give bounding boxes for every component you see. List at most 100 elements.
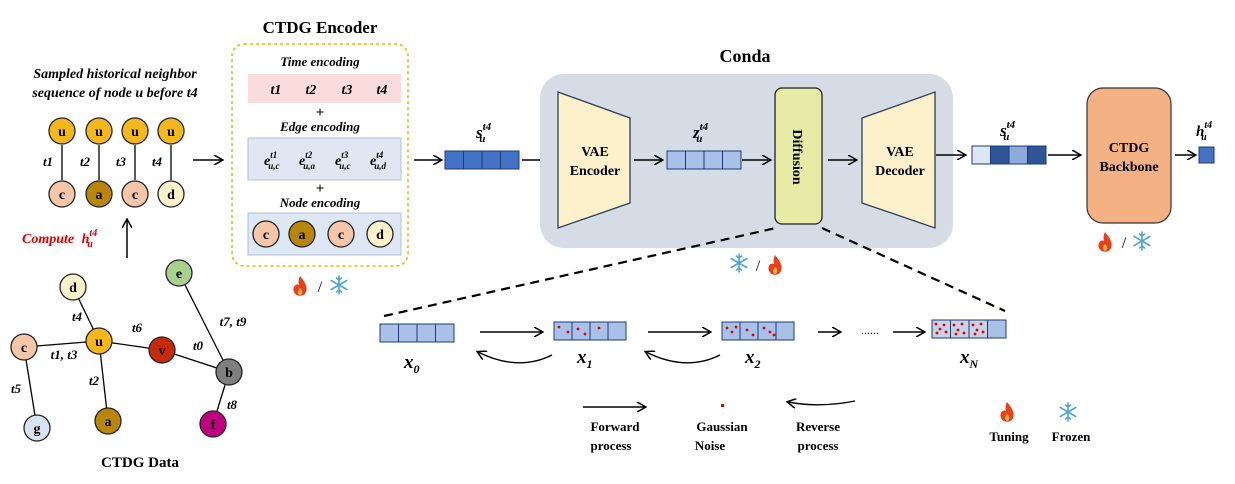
xN-cells-noise-3 (942, 323, 946, 327)
xN-cells-cell-4 (987, 319, 1007, 339)
x1-cells-noise-3 (576, 327, 580, 331)
seq-top-node-2: u (85, 117, 113, 145)
z-cells-cell-2 (685, 150, 705, 170)
seq-top-node-2-label: u (95, 125, 103, 140)
encoder-tuning-flame-icon (293, 276, 307, 296)
graph-node-a: a (94, 407, 122, 435)
legend-forward-line1: Forward (590, 419, 640, 434)
x2-cells-cell-4 (775, 321, 795, 341)
legend-flame-icon (1000, 402, 1014, 422)
graph-edge-cg (23, 346, 38, 429)
ctdg-data-caption: CTDG Data (101, 455, 179, 471)
seq-bottom-node-3-label: c (132, 188, 138, 203)
xN-cells-noise-14 (981, 330, 985, 334)
graph-edge-label-vb: t0 (193, 338, 204, 353)
s-input-cells-cell-1 (444, 150, 464, 170)
seq-top-node-1: u (48, 117, 76, 145)
node-item-1-label: c (263, 228, 269, 243)
legend-reverse-arrow (788, 401, 856, 405)
backbone-frozen-snowflake-icon (1133, 231, 1151, 251)
graph-edge-label-uv: t6 (132, 320, 143, 335)
ctdg-backbone: CTDG Backbone / (1086, 87, 1172, 252)
x1-cells-cell-4 (607, 321, 627, 341)
legend-noise-line1: Gaussian (696, 419, 748, 434)
conda-box (540, 74, 953, 248)
zoom-line-right (821, 226, 1006, 313)
graph-node-f: f (199, 410, 227, 438)
encoder-box (231, 43, 409, 267)
s-output-cells-cell-4 (1027, 145, 1047, 165)
xN-cells-cell-3 (968, 319, 988, 339)
reverse-arrow-1 (478, 352, 553, 364)
vae-decoder-shape (861, 91, 936, 229)
conda-tuning-flame-icon (768, 255, 782, 275)
x0-label: x0 (403, 352, 420, 376)
vae-decoder-line1: VAE (886, 145, 914, 160)
edge-encoding-box (247, 137, 402, 181)
xN-cells (931, 319, 1007, 339)
graph-node-c-label: c (21, 341, 27, 356)
edge-encoding-label: Edge encoding (279, 119, 360, 134)
graph-node-u: u (85, 327, 113, 355)
diffusion-label: Diffusion (789, 129, 804, 184)
node-item-1: c (252, 220, 280, 248)
x2-cells-noise-4 (745, 328, 749, 332)
graph-node-e: e (165, 259, 193, 287)
x2-cells-noise-7 (768, 330, 772, 334)
seq-bottom-node-3: c (121, 180, 149, 208)
graph-node-f-label: f (211, 418, 216, 433)
zoom-line-left (383, 226, 777, 318)
x2-cells-noise-5 (751, 333, 755, 337)
graph-node-g: g (23, 414, 51, 442)
graph-node-b-label: b (225, 366, 233, 381)
sampled-caption-line1: Sampled historical neighbor (33, 67, 197, 82)
x1-cells-noise-2 (566, 330, 570, 334)
graph-node-v-label: v (159, 344, 166, 359)
conda-frozen-snowflake-icon (730, 253, 748, 273)
x2-cells-cell-1 (721, 321, 741, 341)
x2-cells-noise-6 (762, 326, 766, 330)
time-item-1: t1 (271, 83, 282, 98)
legend: Forward process Gaussian Noise Reverse p… (583, 401, 1091, 453)
graph-edge-label-ua: t2 (89, 373, 100, 388)
x0-cells (379, 323, 455, 343)
s-input-cells-cell-2 (463, 150, 483, 170)
legend-tuning: Tuning (989, 429, 1029, 444)
z-cells-cell-3 (703, 150, 723, 170)
z-cells (666, 150, 742, 170)
seq-bottom-node-2: a (85, 180, 113, 208)
seq-top-node-3-label: u (131, 125, 139, 140)
xN-cells-noise-2 (938, 327, 942, 331)
x2-cells-noise-8 (772, 333, 776, 337)
x2-cells-cell-2 (739, 321, 759, 341)
plus-2: + (316, 181, 325, 197)
legend-snowflake-icon (1059, 402, 1077, 422)
graph-node-a-label: a (105, 415, 112, 430)
legend-noise-dot (721, 404, 724, 407)
legend-forward-line2: process (591, 438, 632, 453)
h-output-cell (1198, 146, 1215, 164)
graph-node-d: d (59, 273, 87, 301)
time-item-3: t3 (342, 83, 353, 98)
diffusion-process: x0 x1 x2 xN ...... (379, 319, 1007, 376)
node-encoding-label: Node encoding (279, 195, 361, 210)
sampled-caption-line2: sequence of node u before t4 (31, 86, 197, 101)
seq-top-node-4-label: u (167, 125, 175, 140)
seq-edge-time-3: t3 (116, 154, 127, 169)
conda-title: Conda (719, 46, 770, 66)
xN-cells-noise-6 (952, 323, 956, 327)
seq-top-node-1-label: u (58, 125, 66, 140)
seq-bottom-node-1-label: c (59, 188, 65, 203)
node-item-3-label: c (338, 228, 344, 243)
xN-cells-noise-11 (971, 323, 975, 327)
